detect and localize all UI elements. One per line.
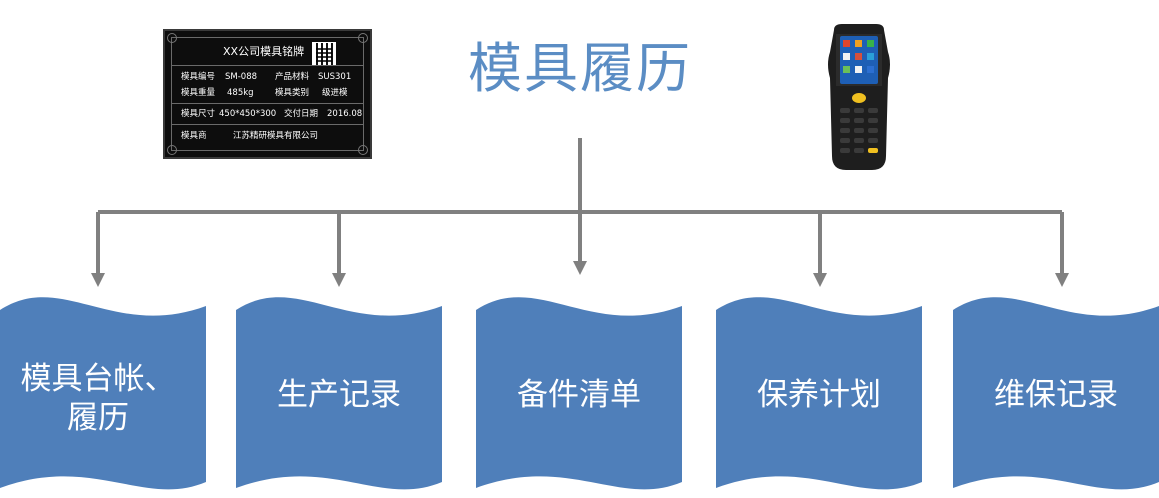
nameplate-cell: 450*450*300 <box>219 109 277 119</box>
nameplate-heading: XX公司模具铭牌 <box>223 45 305 58</box>
bolt-icon <box>358 145 368 155</box>
nameplate-cell: 模具尺寸 <box>181 109 216 119</box>
box-label-line: 履历 <box>67 399 129 436</box>
bolt-icon <box>358 33 368 43</box>
arrowhead-2 <box>332 273 346 287</box>
arrowhead-1 <box>91 273 105 287</box>
nameplate-cell: 模具类别 <box>275 88 310 98</box>
arrowhead-5 <box>1055 273 1069 287</box>
nameplate-cell: 级进模 <box>322 88 348 98</box>
handheld-scanner-icon <box>828 24 890 170</box>
nameplate-cell: 485kg <box>227 88 254 98</box>
arrowheads <box>91 261 1069 287</box>
qr-code-icon <box>312 42 336 66</box>
box-label-production: 生产记录 <box>277 377 401 413</box>
nameplate-divider <box>171 65 364 66</box>
bolt-icon <box>167 145 177 155</box>
category-box-shape <box>716 297 922 490</box>
connector-lines <box>96 138 1064 274</box>
arrowhead-3 <box>573 261 587 275</box>
box-label-line: 模具台帐、 <box>20 361 176 397</box>
box-label-ledger: 模具台帐、 履历 <box>10 360 186 438</box>
category-box-shape <box>476 297 682 490</box>
nameplate-cell: 模具重量 <box>181 88 216 98</box>
nameplate-cell: SM-088 <box>225 72 258 82</box>
mold-nameplate: XX公司模具铭牌 模具编号 SM-088 产品材料 SUS301 模具重量 48… <box>163 29 372 159</box>
category-boxes <box>0 297 1159 490</box>
box-label-maintenance-plan: 保养计划 <box>757 377 881 413</box>
nameplate-cell: 江苏精研模具有限公司 <box>233 131 319 141</box>
nameplate-cell: 模具编号 <box>181 72 216 82</box>
nameplate-divider <box>171 124 364 125</box>
category-box-shape <box>0 297 206 490</box>
nameplate-frame <box>171 37 364 151</box>
nameplate-cell: 交付日期 <box>284 109 319 119</box>
nameplate-divider <box>171 103 364 104</box>
category-box-shape <box>236 297 442 490</box>
bolt-icon <box>167 33 177 43</box>
diagram-title: 模具履历 <box>468 37 692 100</box>
box-label-spare-parts: 备件清单 <box>517 377 641 413</box>
nameplate-cell: 模具商 <box>181 131 207 141</box>
nameplate-cell: SUS301 <box>318 72 352 82</box>
arrowhead-4 <box>813 273 827 287</box>
nameplate-cell: 2016.08 <box>327 109 363 119</box>
nameplate-cell: 产品材料 <box>275 72 310 82</box>
category-box-shape <box>953 297 1159 490</box>
box-label-maintenance-record: 维保记录 <box>994 377 1118 413</box>
